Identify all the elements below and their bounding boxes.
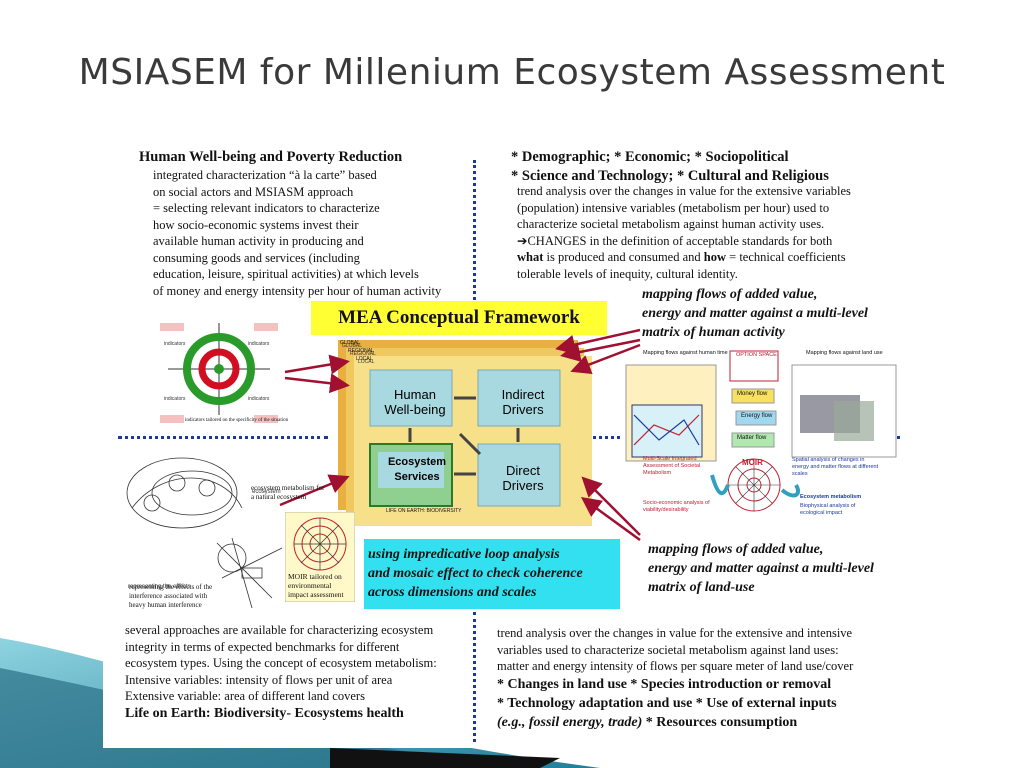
cyan-line: and mosaic effect to check coherence (368, 566, 583, 581)
socio-economic-label: Socio-economic analysis of viability/des… (643, 500, 710, 513)
divider-vertical-bottom (473, 612, 476, 742)
top-right-text: trend analysis over the changes in value… (517, 183, 851, 282)
moir-right-label: MOIR (742, 458, 763, 467)
slide-title: MSIASEM for Millenium Ecosystem Assessme… (78, 52, 946, 93)
msiasem-label: Multi-Scale Integrated Assessment of Soc… (643, 456, 701, 476)
ecosystem-metabolism-label: ecosystem (252, 489, 281, 495)
mapping-line: energy and matter against a multi-level (648, 561, 874, 576)
indirect-drivers-box: Indirect Drivers (501, 387, 545, 417)
text-line: tolerable levels of inequity, cultural i… (517, 266, 738, 281)
moir-radar-left (285, 512, 355, 602)
mapping-land-use-label: Mapping flows against land use (806, 350, 883, 356)
matter-flow-label: Matter flow (737, 435, 767, 441)
text-line: consuming goods and services (including (153, 250, 360, 265)
text-line: Extensive variable: area of different la… (125, 689, 365, 703)
what-how-line: what is produced and consumed and how = … (517, 249, 851, 266)
option-space-label: OPTION SPACE (736, 352, 777, 358)
resources-consumption-line: (e.g., fossil energy, trade) * Resources… (497, 713, 853, 732)
what-mid: is produced and consumed and (543, 250, 704, 264)
mapping-line: matrix of human activity (642, 325, 785, 340)
mapping-land-use: mapping flows of added value, energy and… (648, 540, 874, 597)
ecosystem-metabolism-right: Ecosystem metabolism (800, 494, 862, 500)
mapping-human-activity: mapping flows of added value, energy and… (642, 285, 868, 342)
mea-framework-diagram: GLOBAL REGIONAL LOCAL (338, 340, 592, 526)
scale-global: GLOBAL (342, 343, 362, 349)
human-wellbeing-box: Human Well-being (384, 387, 446, 417)
biodiversity-footer: LIFE ON EARTH: BIODIVERSITY (386, 508, 462, 514)
how-word: how (703, 250, 727, 264)
spatial-analysis-label: Spatial analysis of changes in energy an… (792, 457, 879, 477)
indicators-label: indicators (248, 341, 270, 347)
text-line: trend analysis over the changes in value… (517, 184, 851, 198)
land-use-changes: * Changes in land use * Species introduc… (497, 676, 832, 692)
indicators-label: indicators (164, 341, 186, 347)
ecosystem-network-diagram: ecosystem representing the effects (126, 457, 283, 609)
mapping-human-time-label: Mapping flows against human time (643, 350, 728, 356)
text-line: several approaches are available for cha… (125, 623, 434, 637)
interference-label: representing the effects (128, 584, 191, 590)
divider-vertical-top (473, 160, 476, 300)
direct-drivers-box: Direct Drivers (502, 463, 544, 493)
human-wellbeing-heading: Human Well-being and Poverty Reduction (139, 149, 403, 165)
cyan-line: across dimensions and scales (368, 585, 537, 600)
drivers-heading-2: * Science and Technology; * Cultural and… (511, 168, 829, 184)
divider-horizontal-right (580, 436, 620, 439)
money-flow-label: Money flow (737, 391, 768, 397)
text-line: how socio-economic systems invest their (153, 217, 359, 232)
text-line: ➔CHANGES in the definition of acceptable… (517, 233, 833, 248)
text-line: Intensive variables: intensity of flows … (125, 672, 393, 687)
ecosystem-services-box: Ecosystem Services (387, 456, 447, 483)
text-line: available human activity in producing an… (153, 234, 364, 248)
cyan-line: using impredicative loop analysis (368, 547, 560, 562)
scale-local: LOCAL (358, 359, 375, 365)
text-line: (population) intensive variables (metabo… (517, 200, 830, 215)
mapping-line: matrix of land-use (648, 580, 755, 595)
technology-adaptation: * Technology adaptation and use * Use of… (497, 695, 837, 711)
top-left-text: integrated characterization “à la carte”… (153, 167, 441, 299)
mapping-line: energy and matter against a multi-level (642, 306, 868, 321)
scale-regional: REGIONAL (350, 351, 376, 357)
mea-framework-title: MEA Conceptual Framework (311, 301, 607, 335)
text-line: on social actors and MSIASM approach (153, 184, 354, 199)
right-flows-diagram (625, 350, 897, 512)
scale-global-label: GLOBAL (340, 340, 361, 346)
mapping-line: mapping flows of added value, (642, 287, 818, 302)
text-line: ecosystem types. Using the concept of ec… (125, 656, 437, 670)
impredicative-loop-box: using impredicative loop analysis and mo… (364, 539, 620, 609)
bottom-right-text: trend analysis over the changes in value… (497, 625, 853, 732)
text-line: matter and energy intensity of flows per… (497, 659, 854, 673)
text-line: trend analysis over the changes in value… (497, 626, 853, 640)
interference-note: representing the effects of the interfer… (129, 583, 213, 609)
energy-flow-label: Energy flow (741, 413, 773, 419)
drivers-heading-1: * Demographic; * Economic; * Sociopoliti… (511, 149, 789, 165)
what-word: what (517, 250, 544, 264)
indicators-target-diagram: indicators indicators indicators indicat… (158, 305, 280, 427)
scale-local-label: LOCAL (356, 356, 373, 362)
scale-regional-label: REGIONAL (348, 348, 374, 354)
ecosystem-metabolism-note: ecosystem metabolism for a natural ecosy… (251, 484, 325, 501)
indicators-label: indicators (164, 396, 186, 402)
text-line: variables used to characterize societal … (497, 642, 839, 657)
life-on-earth-heading: Life on Earth: Biodiversity- Ecosystems … (125, 705, 404, 721)
moir-environmental-note: MOIR tailored on environmental impact as… (288, 572, 344, 599)
text-line: education, leisure, spiritual activities… (153, 267, 419, 281)
resources-consumption: * Resources consumption (642, 714, 798, 730)
text-line: integrated characterization “à la carte”… (153, 168, 377, 182)
fossil-energy-trade: (e.g., fossil energy, trade) (497, 714, 643, 730)
mapping-line: mapping flows of added value, (648, 542, 824, 557)
text-line: of money and energy intensity per hour o… (153, 283, 442, 298)
divider-horizontal-left (118, 436, 328, 439)
text-line: characterize societal metabolism against… (517, 217, 825, 231)
text-line: = selecting relevant indicators to chara… (153, 201, 380, 215)
indicators-label: indicators (248, 396, 270, 402)
text-line: integrity in terms of expected benchmark… (125, 639, 400, 654)
biophysical-label: Biophysical analysis of ecological impac… (800, 503, 856, 516)
bottom-left-text: several approaches are available for cha… (125, 622, 437, 723)
what-end: = technical coefficients (726, 250, 846, 264)
indicators-tailored-note: indicators tailored on the specificity o… (185, 418, 289, 423)
